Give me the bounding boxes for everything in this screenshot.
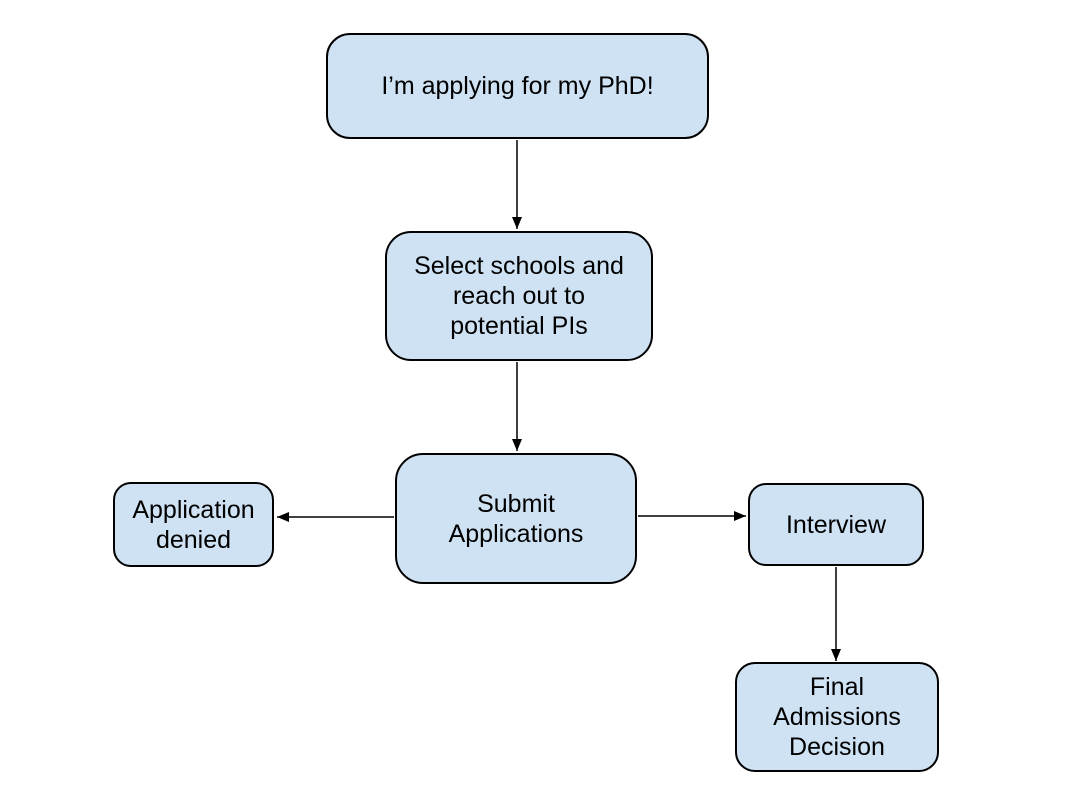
flow-node-start: I’m applying for my PhD! <box>326 33 709 139</box>
flow-node-submit-applications: Submit Applications <box>395 453 637 584</box>
flow-node-select-schools: Select schools and reach out to potentia… <box>385 231 653 361</box>
flow-node-final-decision: Final Admissions Decision <box>735 662 939 772</box>
flow-node-application-denied: Application denied <box>113 482 274 567</box>
flow-node-interview: Interview <box>748 483 924 566</box>
